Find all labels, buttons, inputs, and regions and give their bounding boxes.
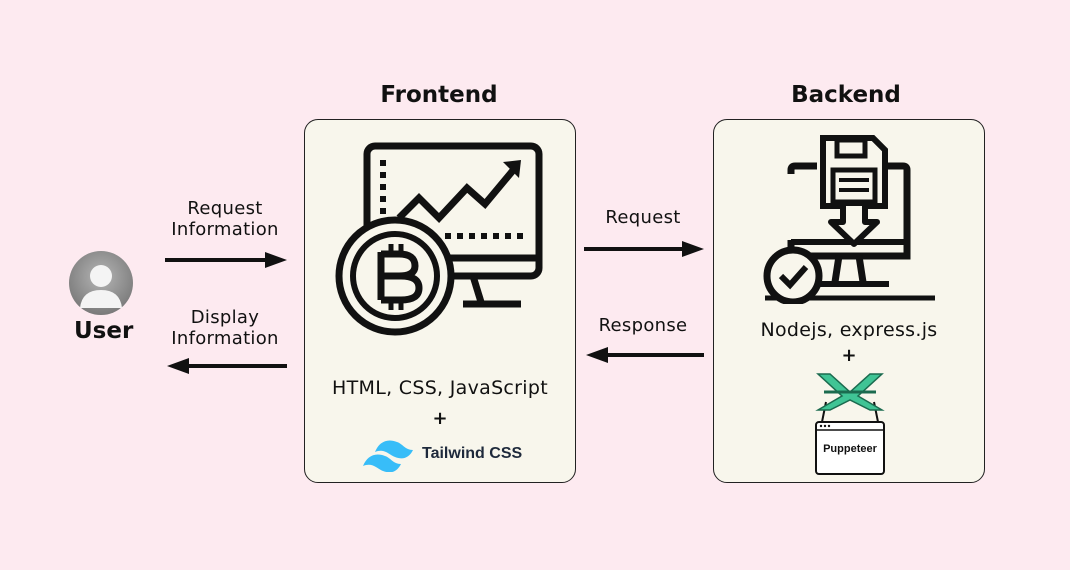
request-information-label: Request Information [171, 198, 279, 240]
trading-monitor-bitcoin-icon [335, 142, 543, 336]
user-avatar-icon [69, 251, 133, 315]
backend-heading: Backend [791, 82, 901, 108]
frontend-plus: + [432, 408, 448, 429]
puppeteer-label: Puppeteer [823, 443, 877, 455]
arrow-backend-to-frontend [586, 347, 704, 363]
arrow-frontend-to-backend [584, 241, 704, 257]
backend-box: Nodejs, express.js + Puppeteer [713, 119, 985, 483]
backend-plus: + [841, 345, 857, 366]
frontend-heading: Frontend [380, 82, 498, 108]
puppeteer-logo-icon [815, 373, 885, 475]
request-label: Request [605, 207, 681, 228]
arrow-frontend-to-user [167, 358, 287, 374]
frontend-tech-label: HTML, CSS, JavaScript [332, 377, 548, 399]
display-information-label: Display Information [171, 307, 279, 349]
backend-tech-label: Nodejs, express.js [760, 319, 938, 341]
tailwind-logo-icon [363, 440, 413, 472]
arrow-user-to-frontend [165, 252, 287, 268]
frontend-box: HTML, CSS, JavaScript + Tailwind CSS [304, 119, 576, 483]
tailwind-label: Tailwind CSS [422, 445, 523, 462]
response-label: Response [598, 315, 688, 336]
server-save-monitor-icon [763, 135, 935, 304]
user-node [68, 250, 136, 316]
user-label: User [74, 318, 134, 344]
